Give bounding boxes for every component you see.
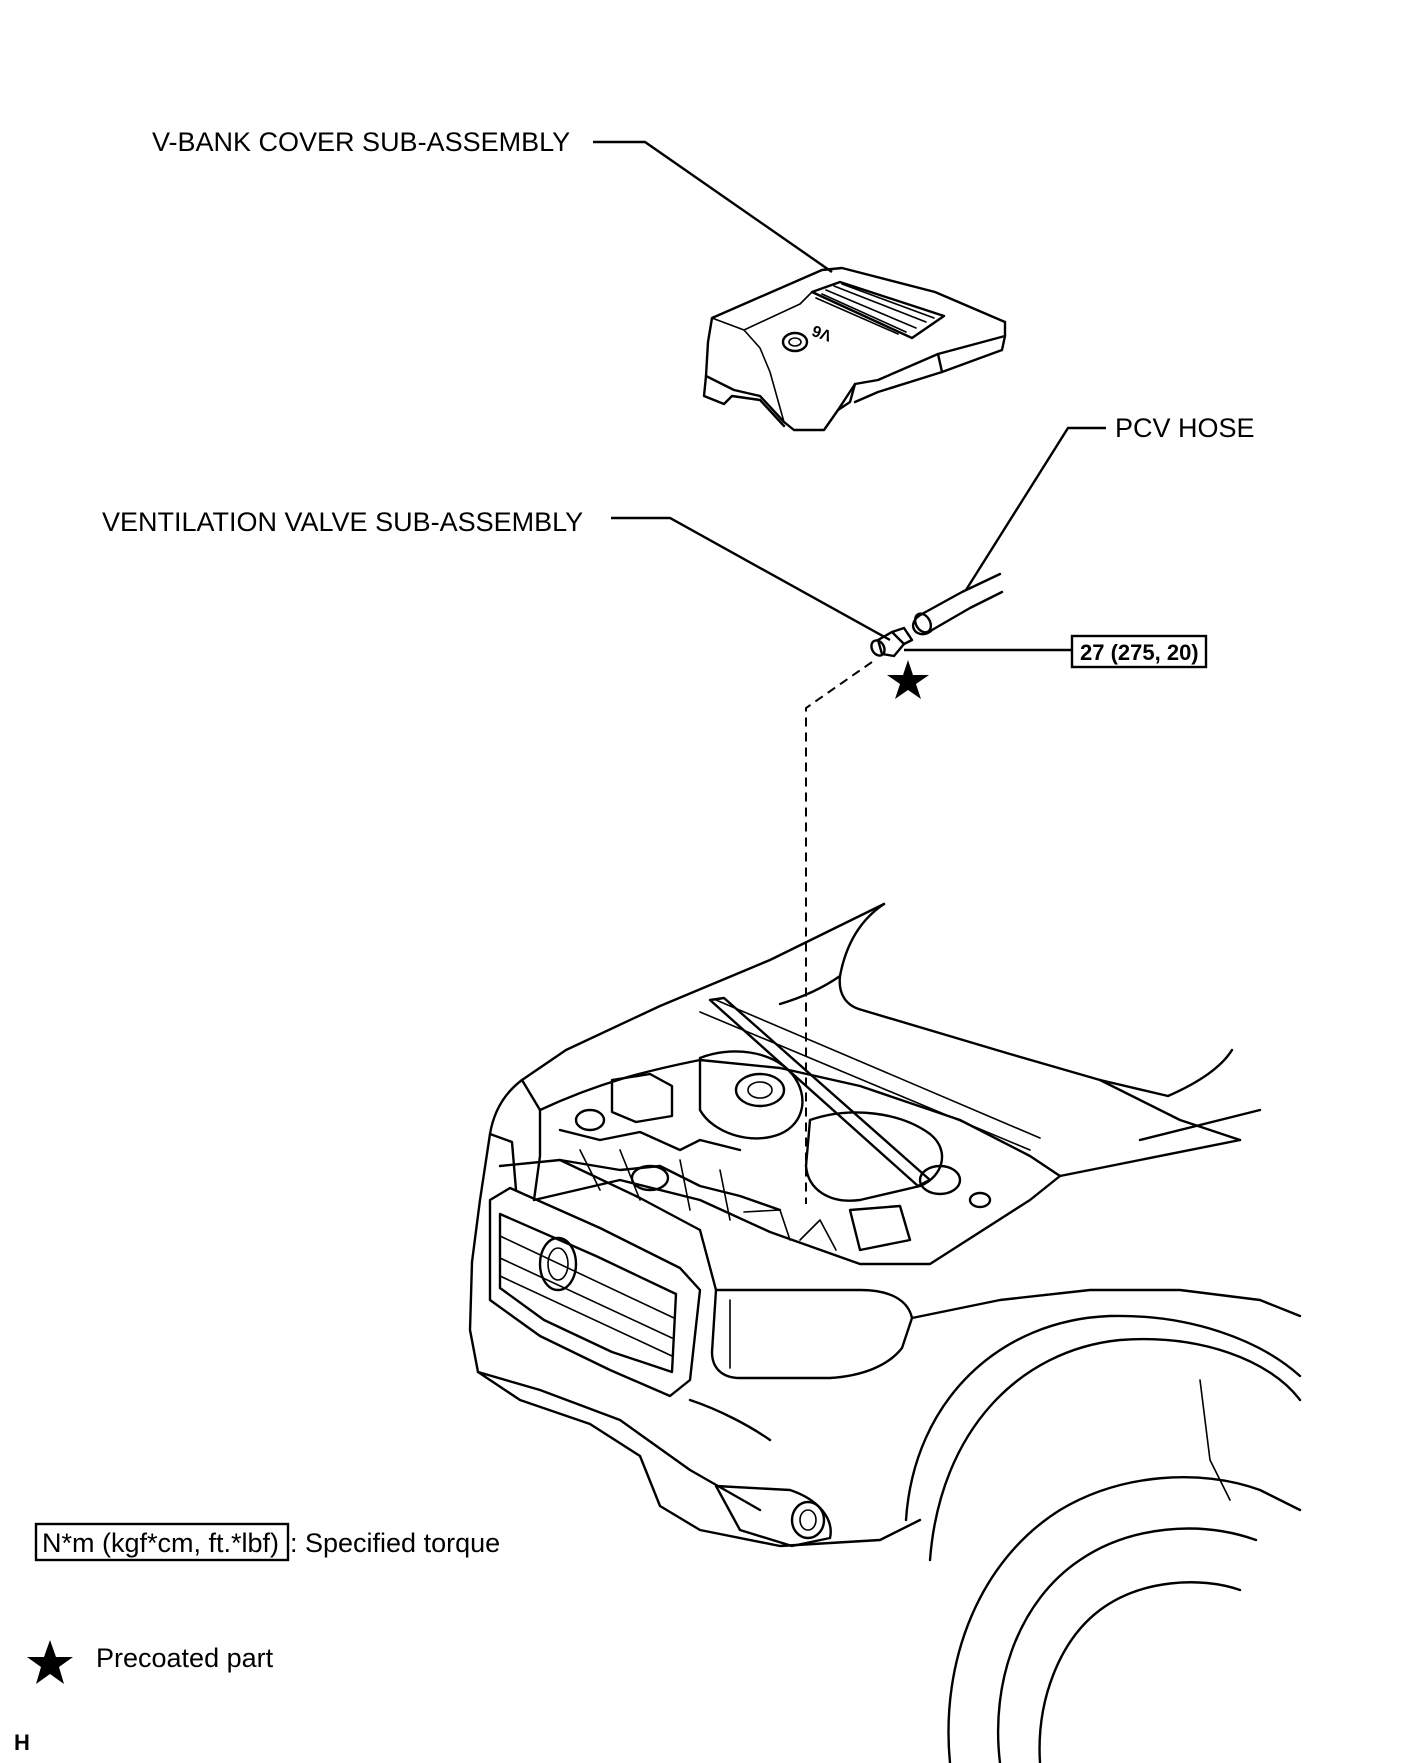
vbank-cover-part: V6 bbox=[702, 266, 1007, 432]
torque-value: 27 (275, 20) bbox=[1080, 640, 1199, 665]
legend-torque-units: N*m (kgf*cm, ft.*lbf) bbox=[42, 1528, 279, 1558]
svg-text:V6: V6 bbox=[810, 321, 834, 344]
star-icon bbox=[887, 660, 929, 699]
ventilation-valve-label: VENTILATION VALVE SUB-ASSEMBLY bbox=[102, 507, 583, 537]
legend-torque-desc: : Specified torque bbox=[290, 1528, 500, 1558]
install-path-dashed bbox=[805, 661, 873, 1204]
ventilation-valve-part bbox=[870, 626, 914, 658]
vbank-cover-leader bbox=[593, 140, 833, 273]
legend-precoated-desc: Precoated part bbox=[96, 1643, 274, 1673]
pcv-hose-label: PCV HOSE bbox=[1115, 413, 1255, 443]
vehicle-illustration bbox=[468, 902, 1302, 1763]
pcv-hose-leader bbox=[964, 426, 1106, 591]
legend-star-icon bbox=[27, 1640, 73, 1684]
legend-torque-box bbox=[34, 1522, 290, 1562]
figure-code: H bbox=[14, 1730, 30, 1755]
pcv-hose-part bbox=[911, 572, 1004, 636]
vbank-cover-label: V-BANK COVER SUB-ASSEMBLY bbox=[152, 127, 570, 157]
ventilation-valve-leader bbox=[611, 516, 891, 642]
torque-box bbox=[1070, 634, 1208, 669]
